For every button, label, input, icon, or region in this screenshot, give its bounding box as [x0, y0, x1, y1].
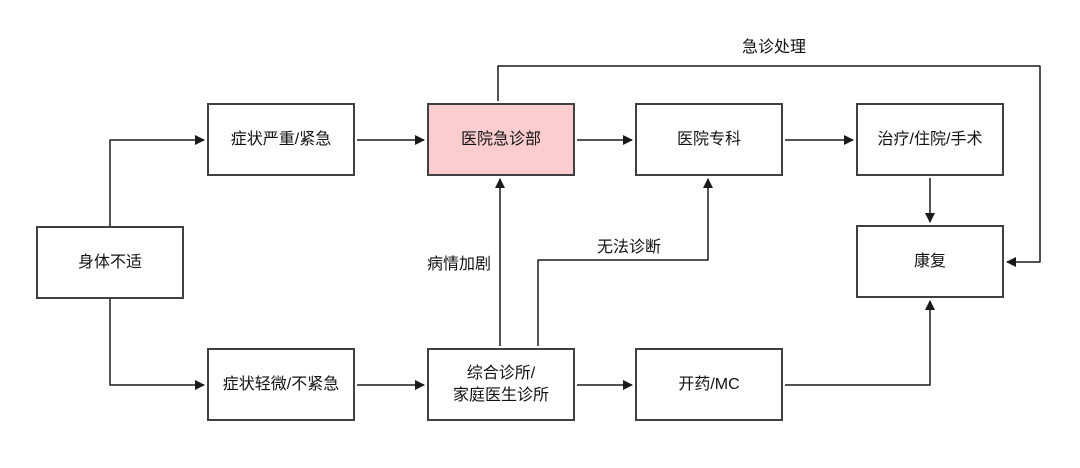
node-recovery: 康复: [856, 225, 1004, 298]
node-medication-mc: 开药/MC: [635, 348, 783, 421]
node-treatment-hospitalization-surgery: 治疗/住院/手术: [856, 103, 1004, 176]
edge-medication-recovery: [785, 300, 935, 386]
node-emergency-department-label: 医院急诊部: [460, 130, 541, 148]
node-clinic: 综合诊所/ 家庭医生诊所: [427, 348, 575, 421]
node-medication-mc-label: 开药/MC: [678, 375, 740, 393]
node-mild-symptoms-label: 症状轻微/不紧急: [222, 375, 340, 393]
node-mild-symptoms: 症状轻微/不紧急: [207, 348, 355, 421]
edge-discomfort-mild: [109, 299, 205, 390]
edge-label-cannot-diagnose: 无法诊断: [593, 233, 665, 257]
node-hospital-specialist: 医院专科: [635, 103, 783, 176]
node-recovery-label: 康复: [913, 252, 946, 270]
node-severe-symptoms: 症状严重/紧急: [207, 103, 355, 176]
edge-label-emergency-handling: 急诊处理: [738, 33, 810, 57]
edge-label-condition-worsens: 病情加剧: [423, 250, 495, 274]
node-severe-symptoms-label: 症状严重/紧急: [230, 130, 332, 148]
node-emergency-department: 医院急诊部: [427, 103, 575, 176]
edge-emergency-recovery-handling: [497, 65, 1041, 267]
node-hospital-specialist-label: 医院专科: [676, 130, 741, 148]
node-discomfort-label: 身体不适: [77, 253, 142, 271]
node-discomfort: 身体不适: [36, 226, 184, 299]
edge-clinic-specialist-cannot-diagnose: [537, 178, 713, 346]
edge-discomfort-severe: [109, 135, 205, 226]
node-clinic-label: 综合诊所/ 家庭医生诊所: [452, 364, 549, 404]
node-treatment-label: 治疗/住院/手术: [877, 130, 983, 148]
